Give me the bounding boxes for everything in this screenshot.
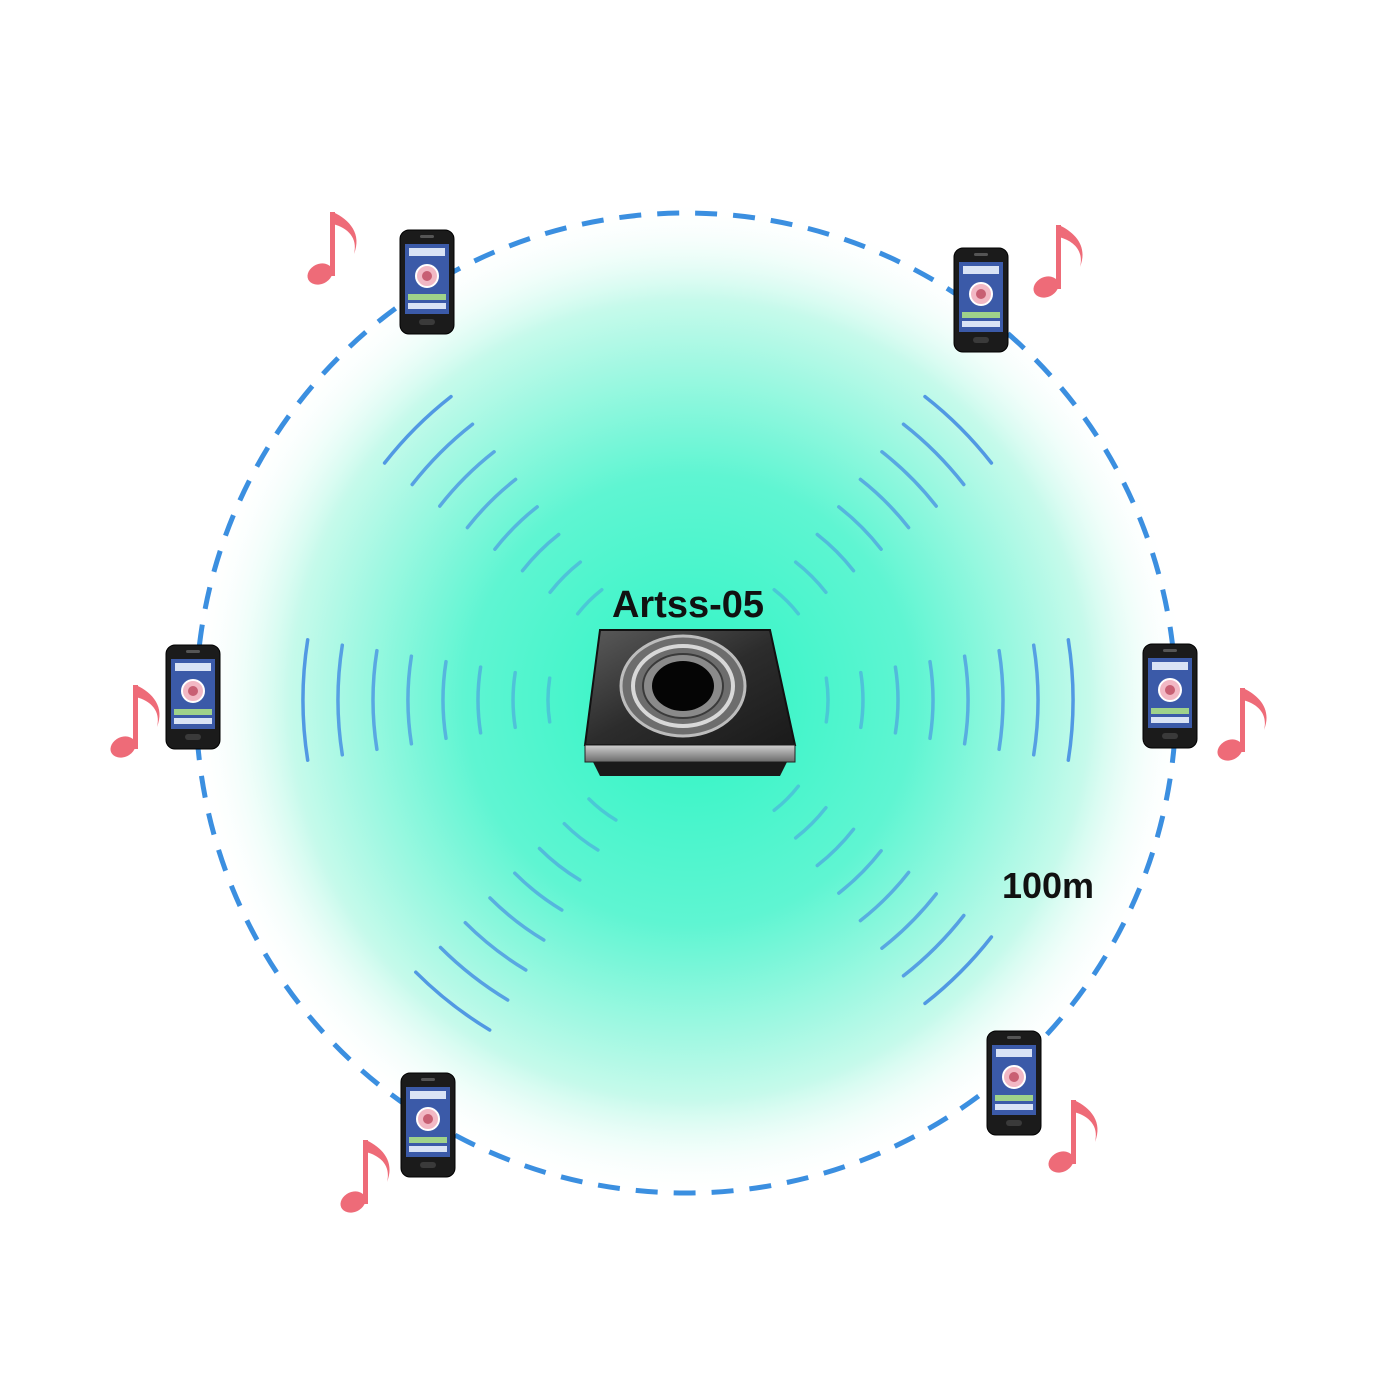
signal-wave-arc — [928, 659, 935, 741]
signal-wave-arc — [858, 870, 911, 923]
signal-wave-arc — [1066, 638, 1075, 762]
signal-wave-arc — [901, 913, 966, 978]
connected-phones — [165, 229, 1198, 1178]
signal-wave-arc — [893, 665, 900, 735]
signal-wave-arc — [858, 477, 911, 530]
signal-wave-arc — [520, 532, 561, 573]
speaker-box-icon — [583, 629, 797, 776]
signal-wave-arc — [901, 422, 966, 487]
signal-wave-arc — [546, 676, 552, 724]
signal-wave-arc — [463, 920, 528, 972]
signal-wave-arc — [336, 643, 345, 757]
signal-wave-arc — [575, 587, 604, 616]
signal-wave-arc — [493, 505, 539, 551]
signal-wave-arc — [880, 450, 938, 508]
signal-wave-arc — [476, 665, 483, 735]
signal-wave-arc — [438, 450, 496, 508]
signal-wave-arc — [301, 638, 310, 762]
device-label: Artss-05 — [612, 584, 764, 626]
signal-wave-arc — [406, 654, 414, 746]
range-label: 100m — [1002, 865, 1094, 906]
music-note-icon — [307, 212, 357, 285]
smartphone-icon — [1142, 643, 1198, 749]
signal-wave-arc — [537, 846, 582, 882]
music-notes — [110, 212, 1267, 1213]
music-note-icon — [1217, 688, 1267, 761]
smartphone-icon — [399, 229, 455, 335]
signal-wave-arc — [465, 477, 518, 530]
smartphone-icon — [400, 1072, 456, 1178]
signal-waves — [301, 394, 1075, 1032]
signal-wave-arc — [824, 676, 830, 724]
music-note-icon — [340, 1140, 390, 1213]
signal-wave-arc — [772, 587, 801, 616]
signal-wave-arc — [923, 935, 994, 1006]
signal-wave-arc — [438, 945, 510, 1002]
signal-wave-arc — [414, 970, 492, 1032]
smartphone-icon — [986, 1030, 1042, 1136]
signal-wave-arc — [371, 648, 379, 752]
signal-wave-arc — [548, 560, 583, 595]
smartphone-icon — [165, 644, 221, 750]
signal-wave-arc — [511, 670, 517, 730]
signal-wave-arc — [382, 394, 453, 465]
signal-wave-arc — [837, 849, 883, 895]
signal-wave-arc — [441, 659, 448, 741]
smartphone-icon — [953, 247, 1009, 353]
music-note-icon — [1048, 1100, 1098, 1173]
signal-wave-arc — [923, 394, 994, 465]
signal-wave-arc — [410, 422, 475, 487]
signal-wave-arc — [488, 896, 546, 942]
signal-wave-arc — [815, 532, 856, 573]
signal-wave-arc — [772, 784, 801, 813]
signal-wave-arc — [815, 827, 856, 868]
signal-wave-arc — [587, 797, 618, 822]
signal-wave-arc — [837, 505, 883, 551]
music-note-icon — [1033, 225, 1083, 298]
signal-wave-arc — [1031, 643, 1040, 757]
signal-wave-arc — [513, 871, 564, 912]
signal-wave-arc — [997, 648, 1005, 752]
signal-wave-arc — [562, 821, 600, 852]
signal-wave-arc — [793, 560, 828, 595]
signal-wave-arc — [793, 805, 828, 840]
signal-wave-arc — [880, 892, 938, 950]
music-note-icon — [110, 685, 160, 758]
signal-wave-arc — [962, 654, 970, 746]
signal-wave-arc — [859, 670, 865, 730]
